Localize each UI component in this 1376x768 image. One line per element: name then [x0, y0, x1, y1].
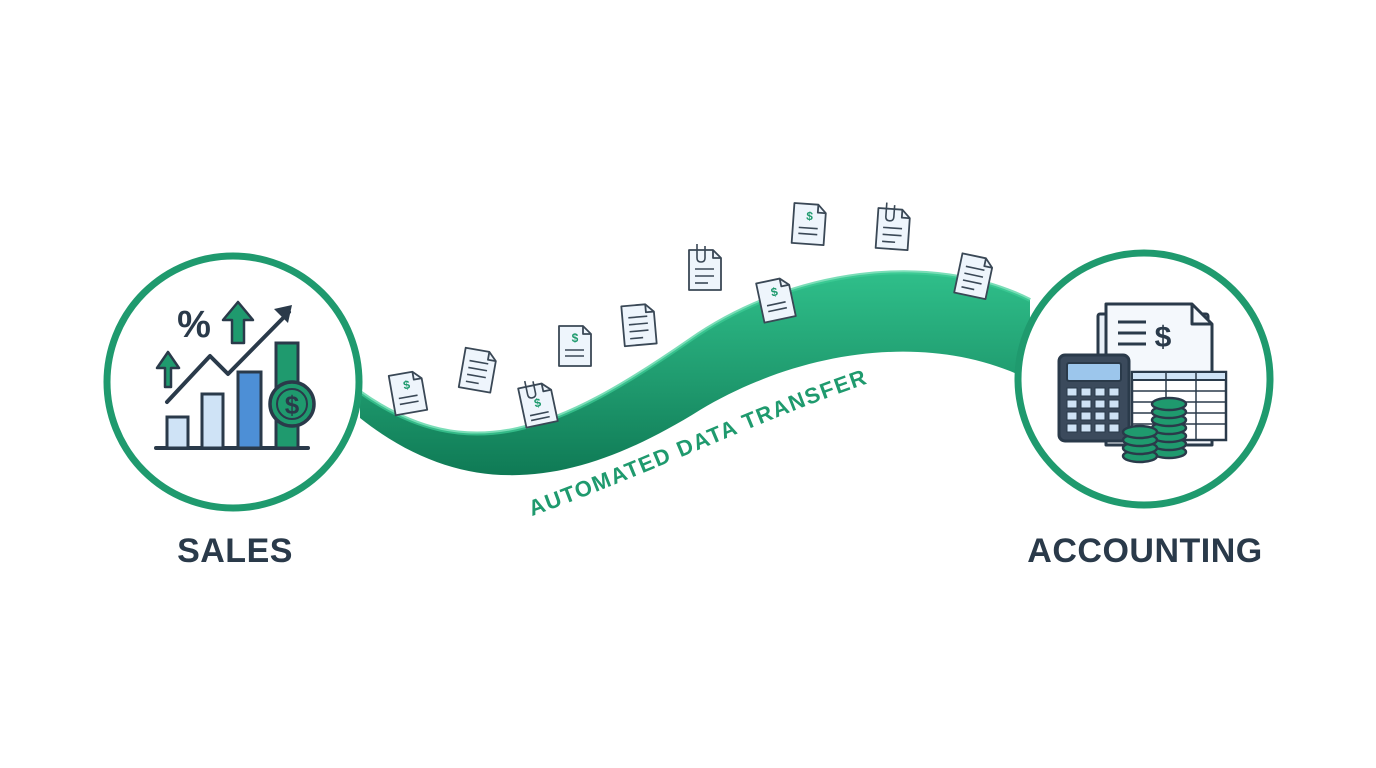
svg-text:$: $ — [285, 390, 300, 420]
document-icon — [457, 346, 499, 394]
accounting-label: ACCOUNTING — [1027, 532, 1263, 570]
svg-text:$: $ — [1155, 321, 1172, 354]
svg-text:$: $ — [533, 395, 543, 410]
up-arrow-icon — [155, 350, 181, 389]
ribbon-band — [360, 272, 1030, 476]
svg-text:$: $ — [572, 331, 579, 345]
document-icon: $ — [790, 202, 828, 247]
ribbon-highlight — [358, 270, 1031, 436]
sales-growth-chart-icon: % $ — [154, 300, 316, 450]
data-transfer-ribbon — [358, 270, 1031, 476]
percent-icon: % — [177, 304, 211, 346]
coin-stack-icon — [1150, 396, 1188, 460]
document-icon: $ — [755, 276, 797, 324]
document-icon: $ — [558, 325, 592, 367]
document-icon: $ — [387, 369, 429, 417]
document-icon — [688, 244, 722, 291]
svg-text:$: $ — [806, 209, 814, 223]
up-arrow-icon — [221, 300, 255, 345]
accounting-calculator-icon: $ — [1057, 302, 1228, 464]
document-icon — [953, 252, 995, 300]
document-icon — [620, 302, 658, 348]
document-icon: $ — [517, 380, 559, 429]
svg-text:$: $ — [402, 377, 411, 392]
sales-node: % $ — [103, 252, 363, 512]
sales-label: SALES — [177, 532, 293, 570]
dollar-coin-icon: $ — [268, 380, 316, 428]
accounting-node: $ — [1014, 249, 1274, 509]
svg-text:$: $ — [770, 284, 780, 299]
sales-node-circle — [103, 252, 363, 512]
coin-stack-icon — [1121, 424, 1159, 464]
document-icon — [874, 202, 912, 252]
